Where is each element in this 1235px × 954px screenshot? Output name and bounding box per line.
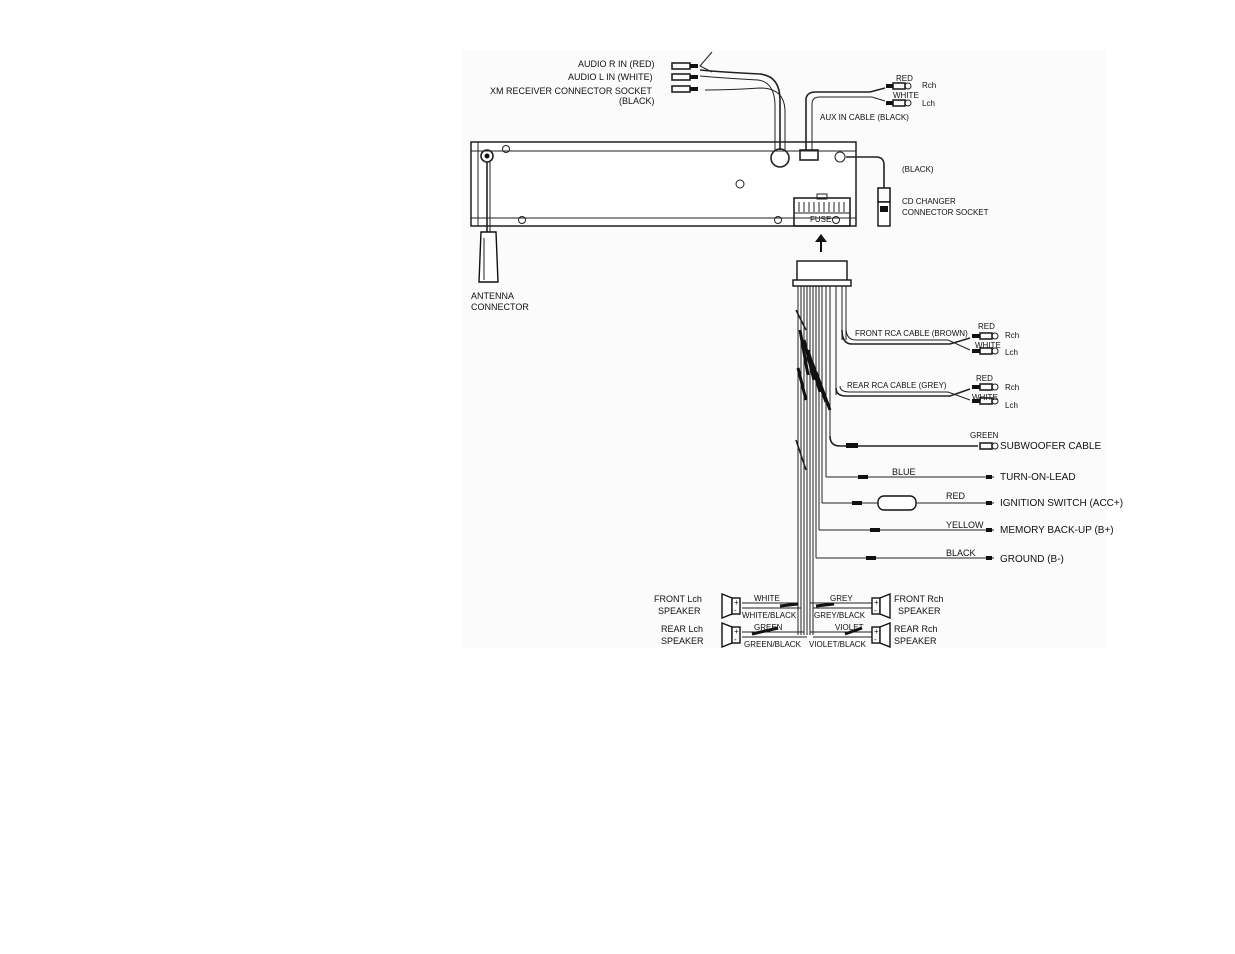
cd-black-label: (BLACK) <box>902 165 934 174</box>
front-rch-speaker-label-line1: FRONT Rch <box>894 594 943 604</box>
cd-changer-label-line2: CONNECTOR SOCKET <box>902 208 989 217</box>
speaker-wires <box>742 602 872 638</box>
aux-white-label: WHITE <box>893 91 919 100</box>
wire-violet-label: VIOLET <box>835 623 864 632</box>
svg-text:-: - <box>734 635 737 644</box>
lead-turn-on <box>826 475 994 479</box>
cd-changer-port-icon <box>834 151 846 163</box>
svg-text:-: - <box>874 606 877 615</box>
speaker-icon: + - <box>871 621 891 649</box>
speaker-icon: + - <box>721 621 741 649</box>
wire-white-label: WHITE <box>754 594 780 603</box>
cd-changer-label-line1: CD CHANGER <box>902 197 956 206</box>
lead-function-label: TURN-ON-LEAD <box>1000 472 1076 483</box>
aux-port-icon <box>799 149 819 161</box>
svg-text:+: + <box>734 598 739 607</box>
arrow-up-icon <box>815 234 827 252</box>
rear-lch-speaker-label-line2: SPEAKER <box>661 636 704 646</box>
fuse-label: FUSE <box>810 215 831 224</box>
sub-green-label: GREEN <box>970 431 999 440</box>
subwoofer-cable-label: SUBWOOFER CABLE <box>1000 441 1101 452</box>
front-rca-cable <box>841 327 999 355</box>
svg-text:+: + <box>874 627 879 636</box>
screw-icon <box>832 216 840 224</box>
front-rch-label: Rch <box>1005 331 1019 340</box>
audio-in-cables <box>671 51 786 150</box>
lead-color-label: RED <box>946 491 966 501</box>
harness-connector-icon <box>792 260 852 287</box>
wire-green-black-label: GREEN/BLACK <box>744 640 802 649</box>
front-lch-speaker-label-line2: SPEAKER <box>658 606 701 616</box>
screw-icon <box>502 145 510 153</box>
lead-color-label: BLUE <box>892 467 916 477</box>
front-red-label: RED <box>978 322 995 331</box>
audio-l-in-label: AUDIO L IN (WHITE) <box>568 72 653 82</box>
speaker-icon: + - <box>871 592 891 620</box>
head-unit: FUSE <box>470 141 857 227</box>
aux-rch-label: Rch <box>922 81 936 90</box>
harness-bundle <box>795 286 847 635</box>
antenna-label-line2: CONNECTOR <box>471 302 529 312</box>
svg-text:-: - <box>874 635 877 644</box>
lead-ground <box>816 556 994 560</box>
front-rca-label: FRONT RCA CABLE (BROWN) <box>855 329 968 338</box>
aux-lch-label: Lch <box>922 99 935 108</box>
screw-icon <box>518 216 526 224</box>
rear-rch-speaker-label-line2: SPEAKER <box>894 636 937 646</box>
antenna-label-line1: ANTENNA <box>471 291 514 301</box>
front-lch-speaker-label-line1: FRONT Lch <box>654 594 702 604</box>
wire-violet-black-label: VIOLET/BLACK <box>809 640 867 649</box>
aux-red-label: RED <box>896 74 913 83</box>
rear-rca-label: REAR RCA CABLE (GREY) <box>847 381 947 390</box>
rear-lch-speaker-label-line1: REAR Lch <box>661 624 703 634</box>
svg-text:+: + <box>734 627 739 636</box>
wire-grey-label: GREY <box>830 594 853 603</box>
lead-memory <box>819 528 994 532</box>
rear-rca-cable <box>835 383 999 405</box>
head-unit-chassis <box>470 141 857 227</box>
svg-text:-: - <box>734 606 737 615</box>
screw-icon <box>774 216 782 224</box>
front-white-label: WHITE <box>975 341 1001 350</box>
screw-icon <box>735 179 745 189</box>
aux-cable-label: AUX IN CABLE (BLACK) <box>820 113 909 122</box>
lead-color-label: BLACK <box>946 548 976 558</box>
aux-in-cable <box>805 82 912 150</box>
rear-rch-speaker-label-line1: REAR Rch <box>894 624 938 634</box>
rear-red-label: RED <box>976 374 993 383</box>
lead-function-label: GROUND (B-) <box>1000 554 1064 565</box>
xm-socket-label-line2: (BLACK) <box>619 96 655 106</box>
fuse-connector-icon <box>793 193 851 227</box>
rear-lch-label: Lch <box>1005 401 1018 410</box>
wire-grey-black-label: GREY/BLACK <box>814 611 866 620</box>
lead-function-label: IGNITION SWITCH (ACC+) <box>1000 498 1123 509</box>
front-rch-speaker-label-line2: SPEAKER <box>898 606 941 616</box>
lead-color-label: YELLOW <box>946 520 984 530</box>
rear-rch-label: Rch <box>1005 383 1019 392</box>
wire-green-label: GREEN <box>754 623 783 632</box>
svg-text:+: + <box>874 598 879 607</box>
wire-white-black-label: WHITE/BLACK <box>742 611 797 620</box>
antenna-plug-icon <box>478 231 499 283</box>
speaker-icon: + - <box>721 592 741 620</box>
lead-ignition <box>822 495 994 511</box>
antenna-cable <box>478 162 499 283</box>
lead-function-label: MEMORY BACK-UP (B+) <box>1000 525 1114 536</box>
cd-changer-cable <box>846 156 891 227</box>
front-lch-label: Lch <box>1005 348 1018 357</box>
inline-fuse-icon <box>877 495 917 511</box>
rear-white-label: WHITE <box>972 393 998 402</box>
audio-r-in-label: AUDIO R IN (RED) <box>578 59 655 69</box>
xm-socket-label-line1: XM RECEIVER CONNECTOR SOCKET <box>490 86 652 96</box>
subwoofer-cable <box>829 435 999 450</box>
